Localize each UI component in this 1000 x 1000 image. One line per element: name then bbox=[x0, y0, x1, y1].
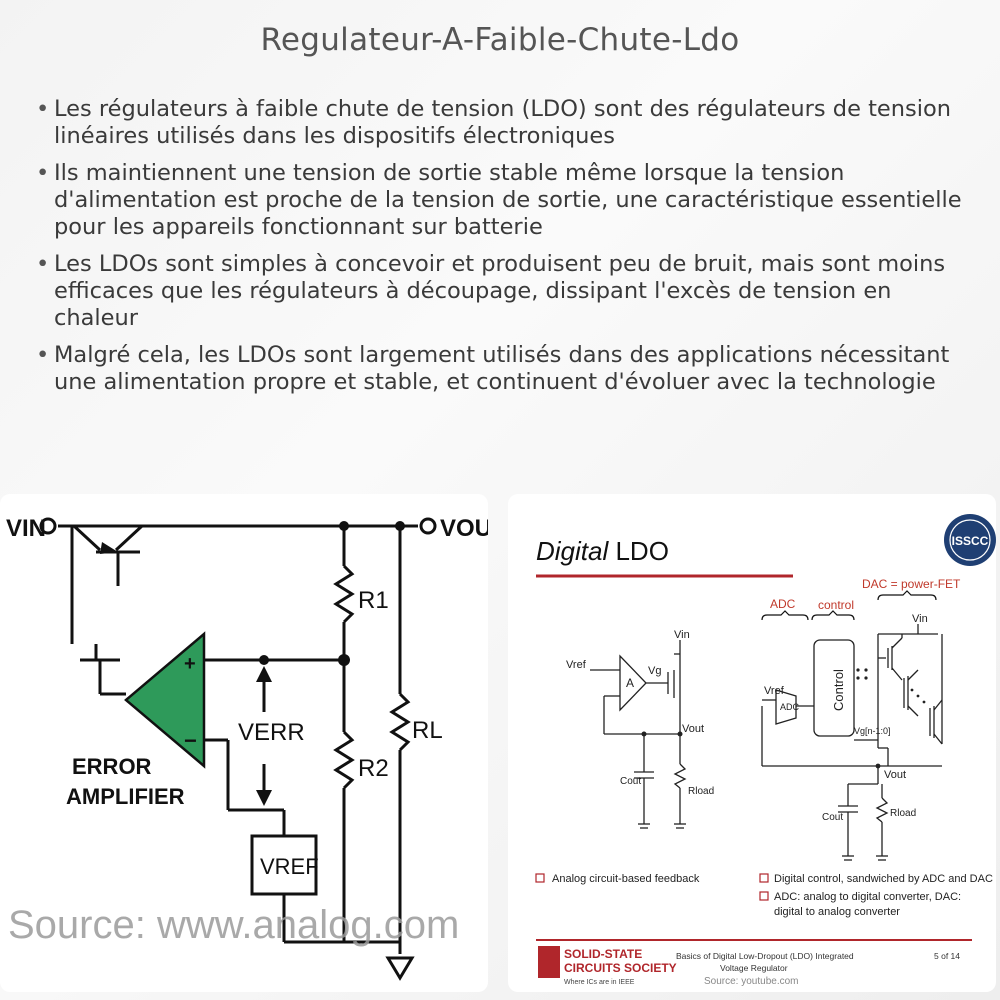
bus-label: Vg[n-1:0] bbox=[854, 726, 891, 736]
vin-label: VIN bbox=[6, 515, 46, 542]
bullet-item: Ils maintiennent une tension de sortie s… bbox=[32, 160, 962, 241]
cout-digital-label: Cout bbox=[822, 812, 843, 823]
vout-analog-label: Vout bbox=[682, 723, 704, 735]
analog-ldo-schematic: + − VIN VOUT R1 R2 RL VERR VREF ERROR AM… bbox=[0, 494, 488, 992]
slide-title: Digital LDO bbox=[536, 536, 669, 566]
plus-sign: + bbox=[184, 653, 196, 675]
caption-right-2b: digital to analog converter bbox=[774, 906, 900, 918]
bullet-item: Malgré cela, les LDOs sont largement uti… bbox=[32, 342, 962, 396]
bullet-list: Les régulateurs à faible chute de tensio… bbox=[32, 96, 962, 406]
vin-analog-label: Vin bbox=[674, 629, 690, 641]
bullet-item: Les régulateurs à faible chute de tensio… bbox=[32, 96, 962, 150]
vin-digital-label: Vin bbox=[912, 613, 928, 625]
footer-title-1: Basics of Digital Low-Dropout (LDO) Inte… bbox=[676, 951, 854, 961]
r1-label: R1 bbox=[358, 587, 389, 614]
society-logo-icon bbox=[538, 946, 560, 978]
society-line2: CIRCUITS SOCIETY bbox=[564, 961, 677, 975]
isscc-badge-text: ISSCC bbox=[952, 534, 989, 548]
verr-label: VERR bbox=[238, 719, 305, 746]
control-header: control bbox=[818, 598, 854, 612]
ground-icon bbox=[385, 956, 415, 981]
vref-box bbox=[250, 834, 318, 896]
vg-label: Vg bbox=[648, 665, 661, 677]
source-watermark-right: Source: youtube.com bbox=[704, 976, 799, 987]
control-box-label: Control bbox=[831, 669, 846, 711]
rl-label: RL bbox=[412, 717, 443, 744]
vout-digital-label: Vout bbox=[884, 769, 906, 781]
error-amplifier bbox=[124, 631, 206, 769]
footer-title-2: Voltage Regulator bbox=[720, 963, 788, 973]
r2-label: R2 bbox=[358, 755, 389, 782]
minus-sign: − bbox=[184, 728, 197, 753]
society-tagline: Where ICs are in IEEE bbox=[564, 979, 635, 986]
rload-analog-label: Rload bbox=[688, 786, 714, 797]
vref-analog-label: Vref bbox=[566, 659, 587, 671]
caption-right-2a: ADC: analog to digital converter, DAC: bbox=[774, 891, 961, 903]
amplifier-label-line1: ERROR bbox=[72, 754, 152, 779]
vin-terminal bbox=[39, 517, 57, 535]
isscc-badge bbox=[944, 514, 996, 566]
adc-header: ADC bbox=[770, 597, 796, 611]
source-watermark: Source: www.analog.com bbox=[8, 903, 459, 947]
vref-label: VREF bbox=[260, 854, 319, 879]
cout-analog-label: Cout bbox=[620, 776, 641, 787]
adc-box-label: ADC bbox=[780, 702, 800, 712]
slide-title-italic: Digital bbox=[536, 536, 609, 566]
caption-right-1: Digital control, sandwiched by ADC and D… bbox=[774, 873, 993, 885]
rload-digital-label: Rload bbox=[890, 808, 916, 819]
caption-left: Analog circuit-based feedback bbox=[552, 873, 700, 885]
amp-a-label: A bbox=[626, 676, 634, 690]
slide-title-rest: LDO bbox=[608, 536, 669, 566]
vref-digital-label: Vref bbox=[764, 685, 785, 697]
bullet-item: Les LDOs sont simples à concevoir et pro… bbox=[32, 251, 962, 332]
page-title: Regulateur-A-Faible-Chute-Ldo bbox=[260, 22, 740, 58]
digital-ldo-slide: Digital LDO ISSCC ADC control DAC = powe… bbox=[508, 494, 996, 992]
page-number: 5 of 14 bbox=[934, 951, 960, 961]
dac-header: DAC = power-FET bbox=[862, 577, 961, 591]
vout-label: VOUT bbox=[440, 515, 488, 542]
amplifier-label-line2: AMPLIFIER bbox=[66, 784, 185, 809]
vout-terminal bbox=[419, 517, 437, 535]
society-line1: SOLID-STATE bbox=[564, 947, 642, 961]
